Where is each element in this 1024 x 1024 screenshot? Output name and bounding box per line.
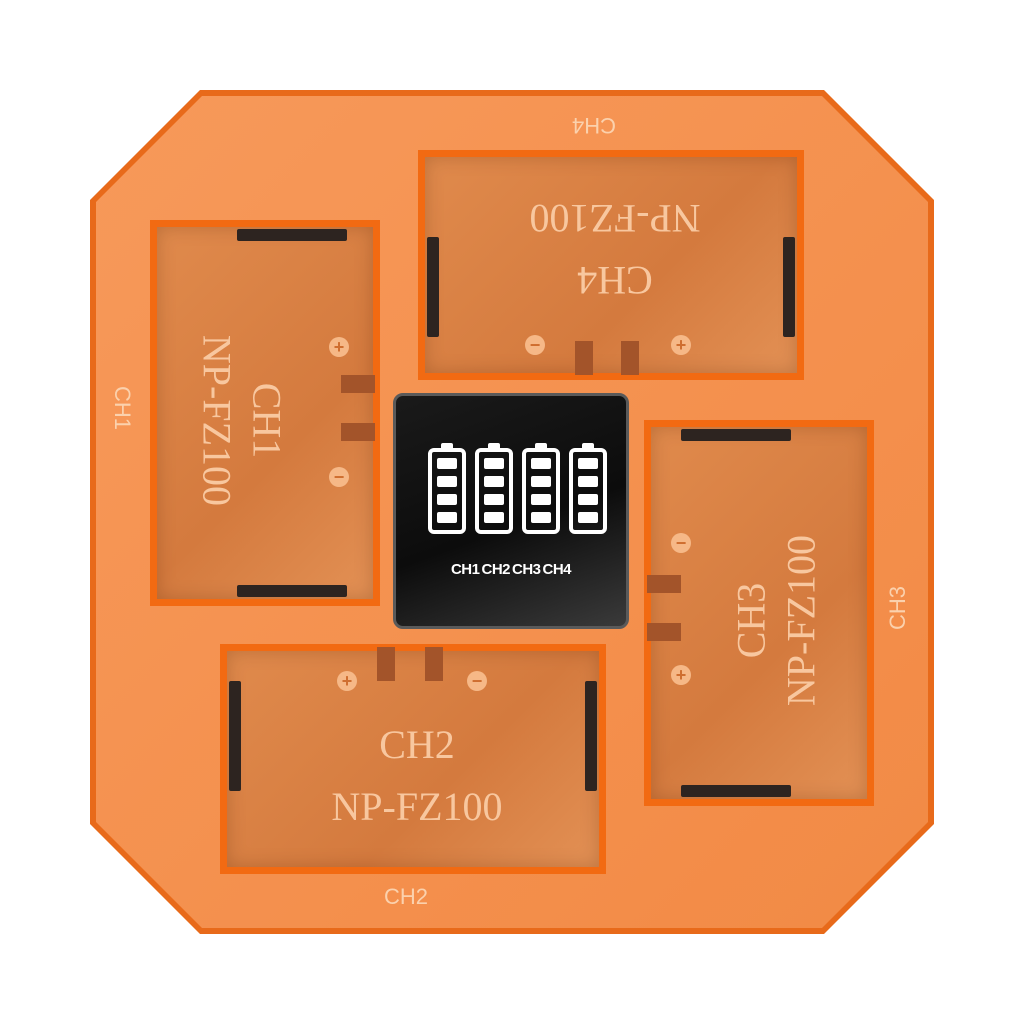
latch-rail: [237, 229, 347, 241]
latch-rail: [783, 237, 795, 337]
edge-label-ch2: CH2: [384, 884, 429, 909]
latch-rail: [237, 585, 347, 597]
bay-model-label: NP-FZ100: [194, 334, 240, 507]
minus-terminal-icon: −: [671, 533, 691, 553]
latch-rail: [681, 429, 791, 441]
edge-label-ch3: CH3: [885, 585, 911, 631]
contact-pin: [621, 341, 639, 375]
bay-channel-label: CH3: [728, 582, 774, 659]
plus-terminal-icon: +: [329, 337, 349, 357]
bay-model-label: NP-FZ100: [331, 784, 503, 829]
bay-model-label: NP-FZ100: [778, 534, 824, 707]
contact-pin: [647, 575, 681, 593]
battery-icon-ch2: [475, 443, 513, 534]
bay-model-label: NP-FZ100: [529, 196, 701, 241]
edge-label-ch1: CH1: [110, 385, 136, 431]
battery-icon-ch4: [569, 443, 607, 534]
latch-rail: [681, 785, 791, 797]
contact-pin: [425, 647, 443, 681]
contact-pin: [575, 341, 593, 375]
display-label-ch3: CH3: [512, 561, 541, 578]
minus-terminal-icon: −: [467, 671, 487, 691]
contact-pin: [647, 623, 681, 641]
battery-icon-ch3: [522, 443, 560, 534]
plus-terminal-icon: +: [337, 671, 357, 691]
display-label-ch2: CH2: [481, 561, 510, 578]
plus-terminal-icon: +: [671, 335, 691, 355]
bay-channel-label: CH4: [577, 258, 653, 303]
contact-pin: [377, 647, 395, 681]
bay-channel-label: CH1: [244, 382, 290, 459]
latch-rail: [229, 681, 241, 791]
minus-terminal-icon: −: [525, 335, 545, 355]
latch-rail: [427, 237, 439, 337]
contact-pin: [341, 423, 375, 441]
contact-pin: [341, 375, 375, 393]
minus-terminal-icon: −: [329, 467, 349, 487]
bay-ch4: NP-FZ100 CH4 − +: [418, 150, 804, 380]
bay-ch1: NP-FZ100 CH1 + −: [150, 220, 380, 606]
battery-icon-ch1: [428, 443, 466, 534]
plus-terminal-icon: +: [671, 665, 691, 685]
battery-charger: CH4 CH1 CH3 CH2 NP-FZ100 CH4 − + NP-FZ10…: [90, 90, 934, 934]
latch-rail: [585, 681, 597, 791]
display-label-ch1: CH1: [450, 561, 480, 578]
edge-label-ch4: CH4: [572, 113, 617, 138]
bay-channel-label: CH2: [379, 722, 455, 767]
bay-ch2: + − CH2 NP-FZ100: [220, 644, 606, 874]
bay-ch3: CH3 NP-FZ100 − +: [644, 420, 874, 806]
display-label-ch4: CH4: [542, 561, 572, 578]
